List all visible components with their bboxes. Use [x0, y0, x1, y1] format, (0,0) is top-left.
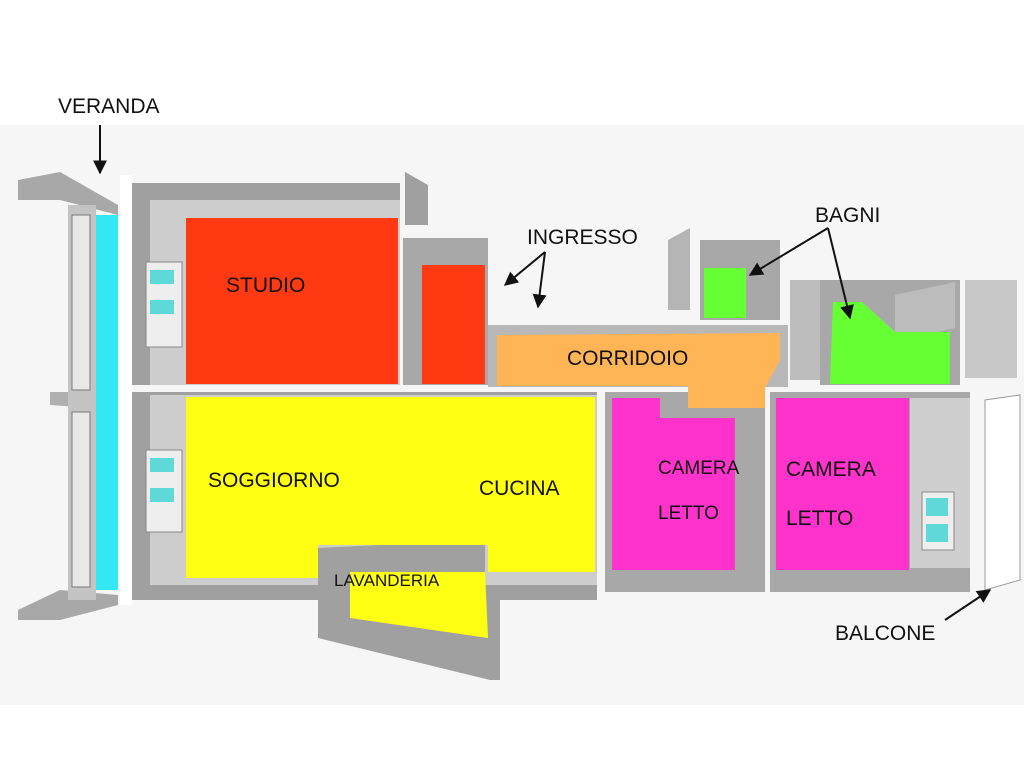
label-camera-1: CAMERA	[658, 458, 740, 479]
bagno-2-room	[830, 302, 950, 384]
camera-letto-1-room	[612, 398, 735, 570]
corridoio-room	[497, 333, 780, 408]
label-camera-2: CAMERA	[786, 458, 876, 481]
arrow-ingresso-1	[503, 251, 546, 286]
label-letto-2: LETTO	[786, 507, 853, 530]
label-studio: STUDIO	[226, 274, 305, 297]
windows	[145, 261, 955, 551]
arrow-balcone	[944, 589, 992, 621]
label-ingresso: INGRESSO	[527, 226, 638, 249]
label-letto-1: LETTO	[658, 503, 719, 524]
soggiorno-cucina-room	[186, 397, 595, 578]
label-lavanderia: LAVANDERIA	[334, 571, 440, 590]
arrow-ingresso-2	[532, 251, 547, 309]
label-soggiorno: SOGGIORNO	[208, 469, 340, 492]
veranda-structure	[18, 172, 118, 620]
label-bagni: BAGNI	[815, 204, 880, 227]
label-veranda: VERANDA	[58, 95, 160, 118]
studio-room	[186, 218, 398, 384]
arrow-bagni-2	[827, 227, 854, 320]
lavanderia-room	[350, 572, 488, 638]
camera-letto-2-room	[776, 398, 909, 570]
label-cucina: CUCINA	[479, 477, 560, 500]
studio-closet	[422, 265, 485, 384]
veranda-area	[96, 215, 118, 590]
arrow-bagni-1	[748, 227, 829, 276]
label-balcone: BALCONE	[835, 622, 935, 645]
label-corridoio: CORRIDOIO	[567, 347, 688, 370]
bagno-1-room	[704, 268, 746, 318]
arrows	[93, 125, 992, 621]
